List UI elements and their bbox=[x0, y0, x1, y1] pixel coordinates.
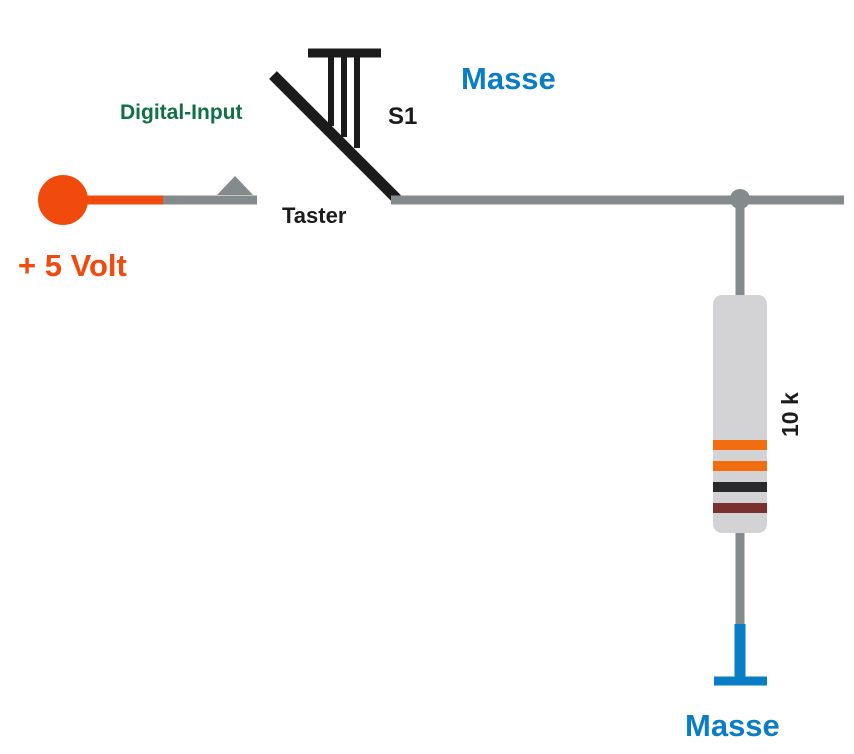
digital-input-label: Digital-Input bbox=[120, 101, 242, 124]
ground-symbol-icon bbox=[714, 624, 767, 686]
switch-id-label: S1 bbox=[388, 103, 417, 130]
pushbutton-switch-icon bbox=[269, 48, 401, 203]
resistor-icon bbox=[713, 295, 767, 533]
switch-name-label: Taster bbox=[282, 203, 347, 228]
masse-top-label: Masse bbox=[461, 61, 556, 96]
supply-label: + 5 Volt bbox=[18, 248, 127, 283]
masse-bottom-label: Masse bbox=[685, 708, 780, 743]
resistor-value-label: 10 k bbox=[777, 392, 803, 437]
digital-input-arrow-icon bbox=[217, 176, 253, 195]
